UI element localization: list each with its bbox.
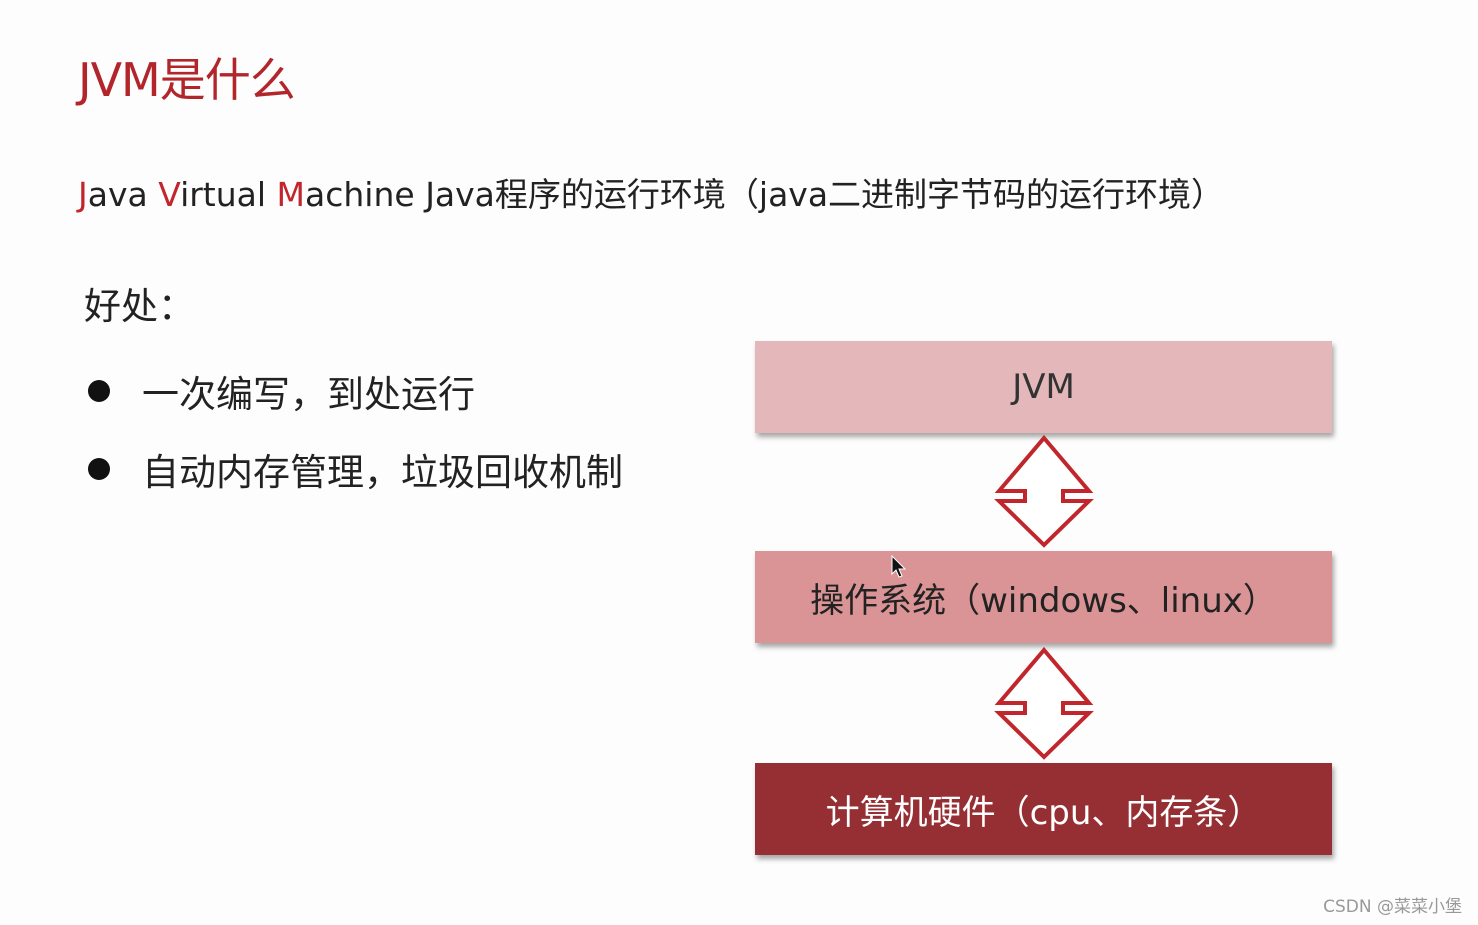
- layer-box-jvm: JVM: [755, 341, 1332, 433]
- list-item: 自动内存管理，垃圾回收机制: [84, 430, 623, 508]
- subtitle-description: Java程序的运行环境（java二进制字节码的运行环境）: [414, 175, 1225, 214]
- mouse-pointer-icon: [891, 555, 907, 578]
- double-arrow-icon: [994, 435, 1094, 548]
- subtitle-part-ava: ava: [87, 175, 159, 214]
- subtitle-initial-v: V: [158, 175, 181, 214]
- layer-label-os: 操作系统（windows、linux）: [810, 580, 1277, 621]
- slide-title: JVM是什么: [78, 53, 296, 107]
- slide-subtitle: Java Virtual Machine Java程序的运行环境（java二进制…: [78, 168, 1224, 216]
- layer-label-jvm: JVM: [1012, 367, 1075, 407]
- bullet-text: 自动内存管理，垃圾回收机制: [142, 451, 623, 494]
- layer-box-os: 操作系统（windows、linux）: [755, 551, 1332, 643]
- benefits-list: 一次编写，到处运行 自动内存管理，垃圾回收机制: [84, 352, 623, 508]
- bullet-dot-icon: [88, 380, 110, 402]
- subtitle-part-irtual: irtual: [180, 175, 277, 214]
- layer-label-hardware: 计算机硬件（cpu、内存条）: [825, 792, 1262, 833]
- layer-box-hardware: 计算机硬件（cpu、内存条）: [755, 763, 1332, 855]
- subtitle-initial-j: J: [78, 175, 88, 214]
- benefits-label: 好处：: [84, 285, 195, 328]
- double-arrow-icon: [994, 647, 1094, 760]
- watermark: CSDN @菜菜小堡: [1323, 897, 1462, 917]
- list-item: 一次编写，到处运行: [84, 352, 623, 430]
- subtitle-part-achine: achine: [305, 175, 415, 214]
- bullet-dot-icon: [88, 458, 110, 480]
- subtitle-initial-m: M: [276, 175, 306, 214]
- bullet-text: 一次编写，到处运行: [142, 373, 475, 416]
